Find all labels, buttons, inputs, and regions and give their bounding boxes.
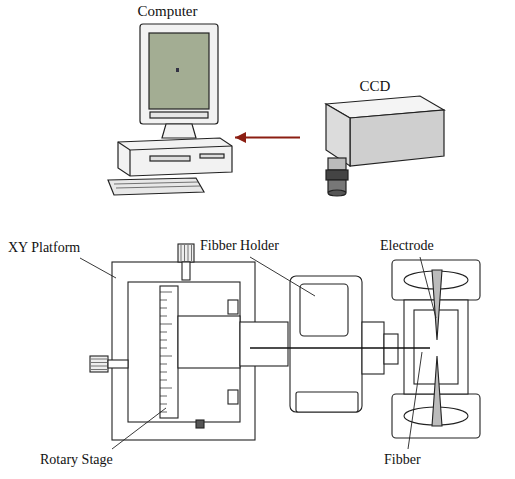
rotary-stage-drawing	[160, 316, 167, 317]
rotary-stage-drawing	[160, 372, 167, 373]
rotary-stage-drawing	[160, 286, 178, 418]
ccd-camera-illustration	[328, 158, 346, 170]
xy-platform-drawing	[228, 300, 238, 314]
optical-fiber	[250, 347, 430, 349]
rotary-stage-drawing	[178, 316, 240, 368]
part-label: XY Platform	[8, 240, 80, 256]
xy-platform-drawing	[90, 244, 255, 440]
computer-illustration	[149, 33, 209, 109]
rotary-stage-drawing	[160, 324, 172, 325]
rotary-stage-drawing	[160, 340, 167, 341]
node-label: Computer	[100, 0, 235, 20]
xy-platform-drawing	[184, 245, 185, 261]
xy-platform-drawing	[181, 245, 182, 261]
rotary-stage-drawing	[160, 396, 167, 397]
rotary-stage-drawing	[196, 420, 204, 428]
electrode-assembly-drawing	[392, 260, 480, 438]
leader-lines	[112, 408, 166, 449]
xy-platform-drawing	[182, 262, 190, 280]
xy-platform-drawing	[128, 282, 240, 422]
rotary-stage-drawing	[160, 356, 172, 357]
ccd-camera-illustration	[328, 190, 346, 196]
leader-lines	[250, 257, 315, 296]
electrode-assembly-drawing	[432, 270, 442, 340]
computer-illustration	[162, 124, 196, 138]
rotary-stage-drawing	[160, 348, 167, 349]
fiber-holder-drawing	[296, 392, 358, 412]
xy-platform-drawing	[108, 360, 128, 368]
computer-illustration	[150, 112, 208, 118]
rotary-stage-drawing	[240, 322, 288, 366]
computer-illustration	[108, 24, 232, 195]
rotary-stage-drawing	[160, 286, 288, 428]
leader-lines	[80, 258, 116, 278]
computer-illustration	[118, 142, 232, 150]
xy-platform-drawing	[90, 356, 108, 372]
part-label: Fibber	[384, 452, 421, 468]
rotary-stage-drawing	[160, 308, 167, 309]
node-label: CCD	[300, 75, 450, 95]
leader-lines	[408, 352, 422, 449]
rotary-stage-drawing	[160, 300, 167, 301]
rotary-stage-drawing	[160, 364, 167, 365]
xy-platform-drawing	[91, 359, 107, 360]
fiber-holder-drawing	[290, 276, 398, 412]
rotary-stage-drawing	[160, 292, 172, 412]
computer-illustration	[140, 24, 218, 124]
fiber-holder-drawing	[384, 334, 398, 364]
signal-arrow	[235, 137, 300, 139]
computer-illustration	[114, 182, 200, 188]
rotary-stage-drawing	[160, 388, 172, 389]
xy-platform-drawing	[188, 245, 189, 261]
leader-lines	[420, 257, 436, 318]
xy-platform-drawing	[178, 244, 194, 262]
xy-platform-drawing	[91, 369, 107, 370]
computer-illustration	[129, 150, 130, 176]
rotary-stage-drawing	[160, 332, 167, 333]
rotary-stage-drawing	[160, 404, 167, 405]
ccd-camera-illustration	[350, 110, 444, 166]
computer-node: Computer	[100, 0, 235, 200]
rotary-stage-drawing	[160, 380, 167, 381]
fiber-holder-drawing	[290, 276, 362, 412]
leader-lines	[80, 257, 436, 449]
computer-illustration	[200, 154, 224, 158]
xy-platform-drawing	[112, 262, 255, 440]
electrode-assembly-drawing	[432, 356, 442, 426]
ccd-camera-node: CCD	[300, 75, 450, 203]
ccd-camera-illustration	[326, 170, 348, 180]
xy-platform-drawing	[228, 390, 238, 404]
rotary-stage-drawing	[160, 292, 172, 293]
computer-illustration	[118, 138, 232, 176]
xy-platform-drawing	[191, 245, 192, 261]
computer-illustration	[108, 178, 204, 195]
computer-illustration	[150, 156, 190, 161]
computer-illustration	[176, 68, 179, 72]
part-label: Rotary Stage	[40, 452, 113, 468]
part-label: Electrode	[380, 238, 434, 254]
ccd-camera-illustration	[326, 104, 350, 166]
ccd-camera-illustration	[326, 96, 444, 196]
xy-platform-drawing	[91, 366, 107, 367]
part-label: Fibber Holder	[200, 238, 279, 254]
xy-platform-drawing	[91, 362, 107, 363]
